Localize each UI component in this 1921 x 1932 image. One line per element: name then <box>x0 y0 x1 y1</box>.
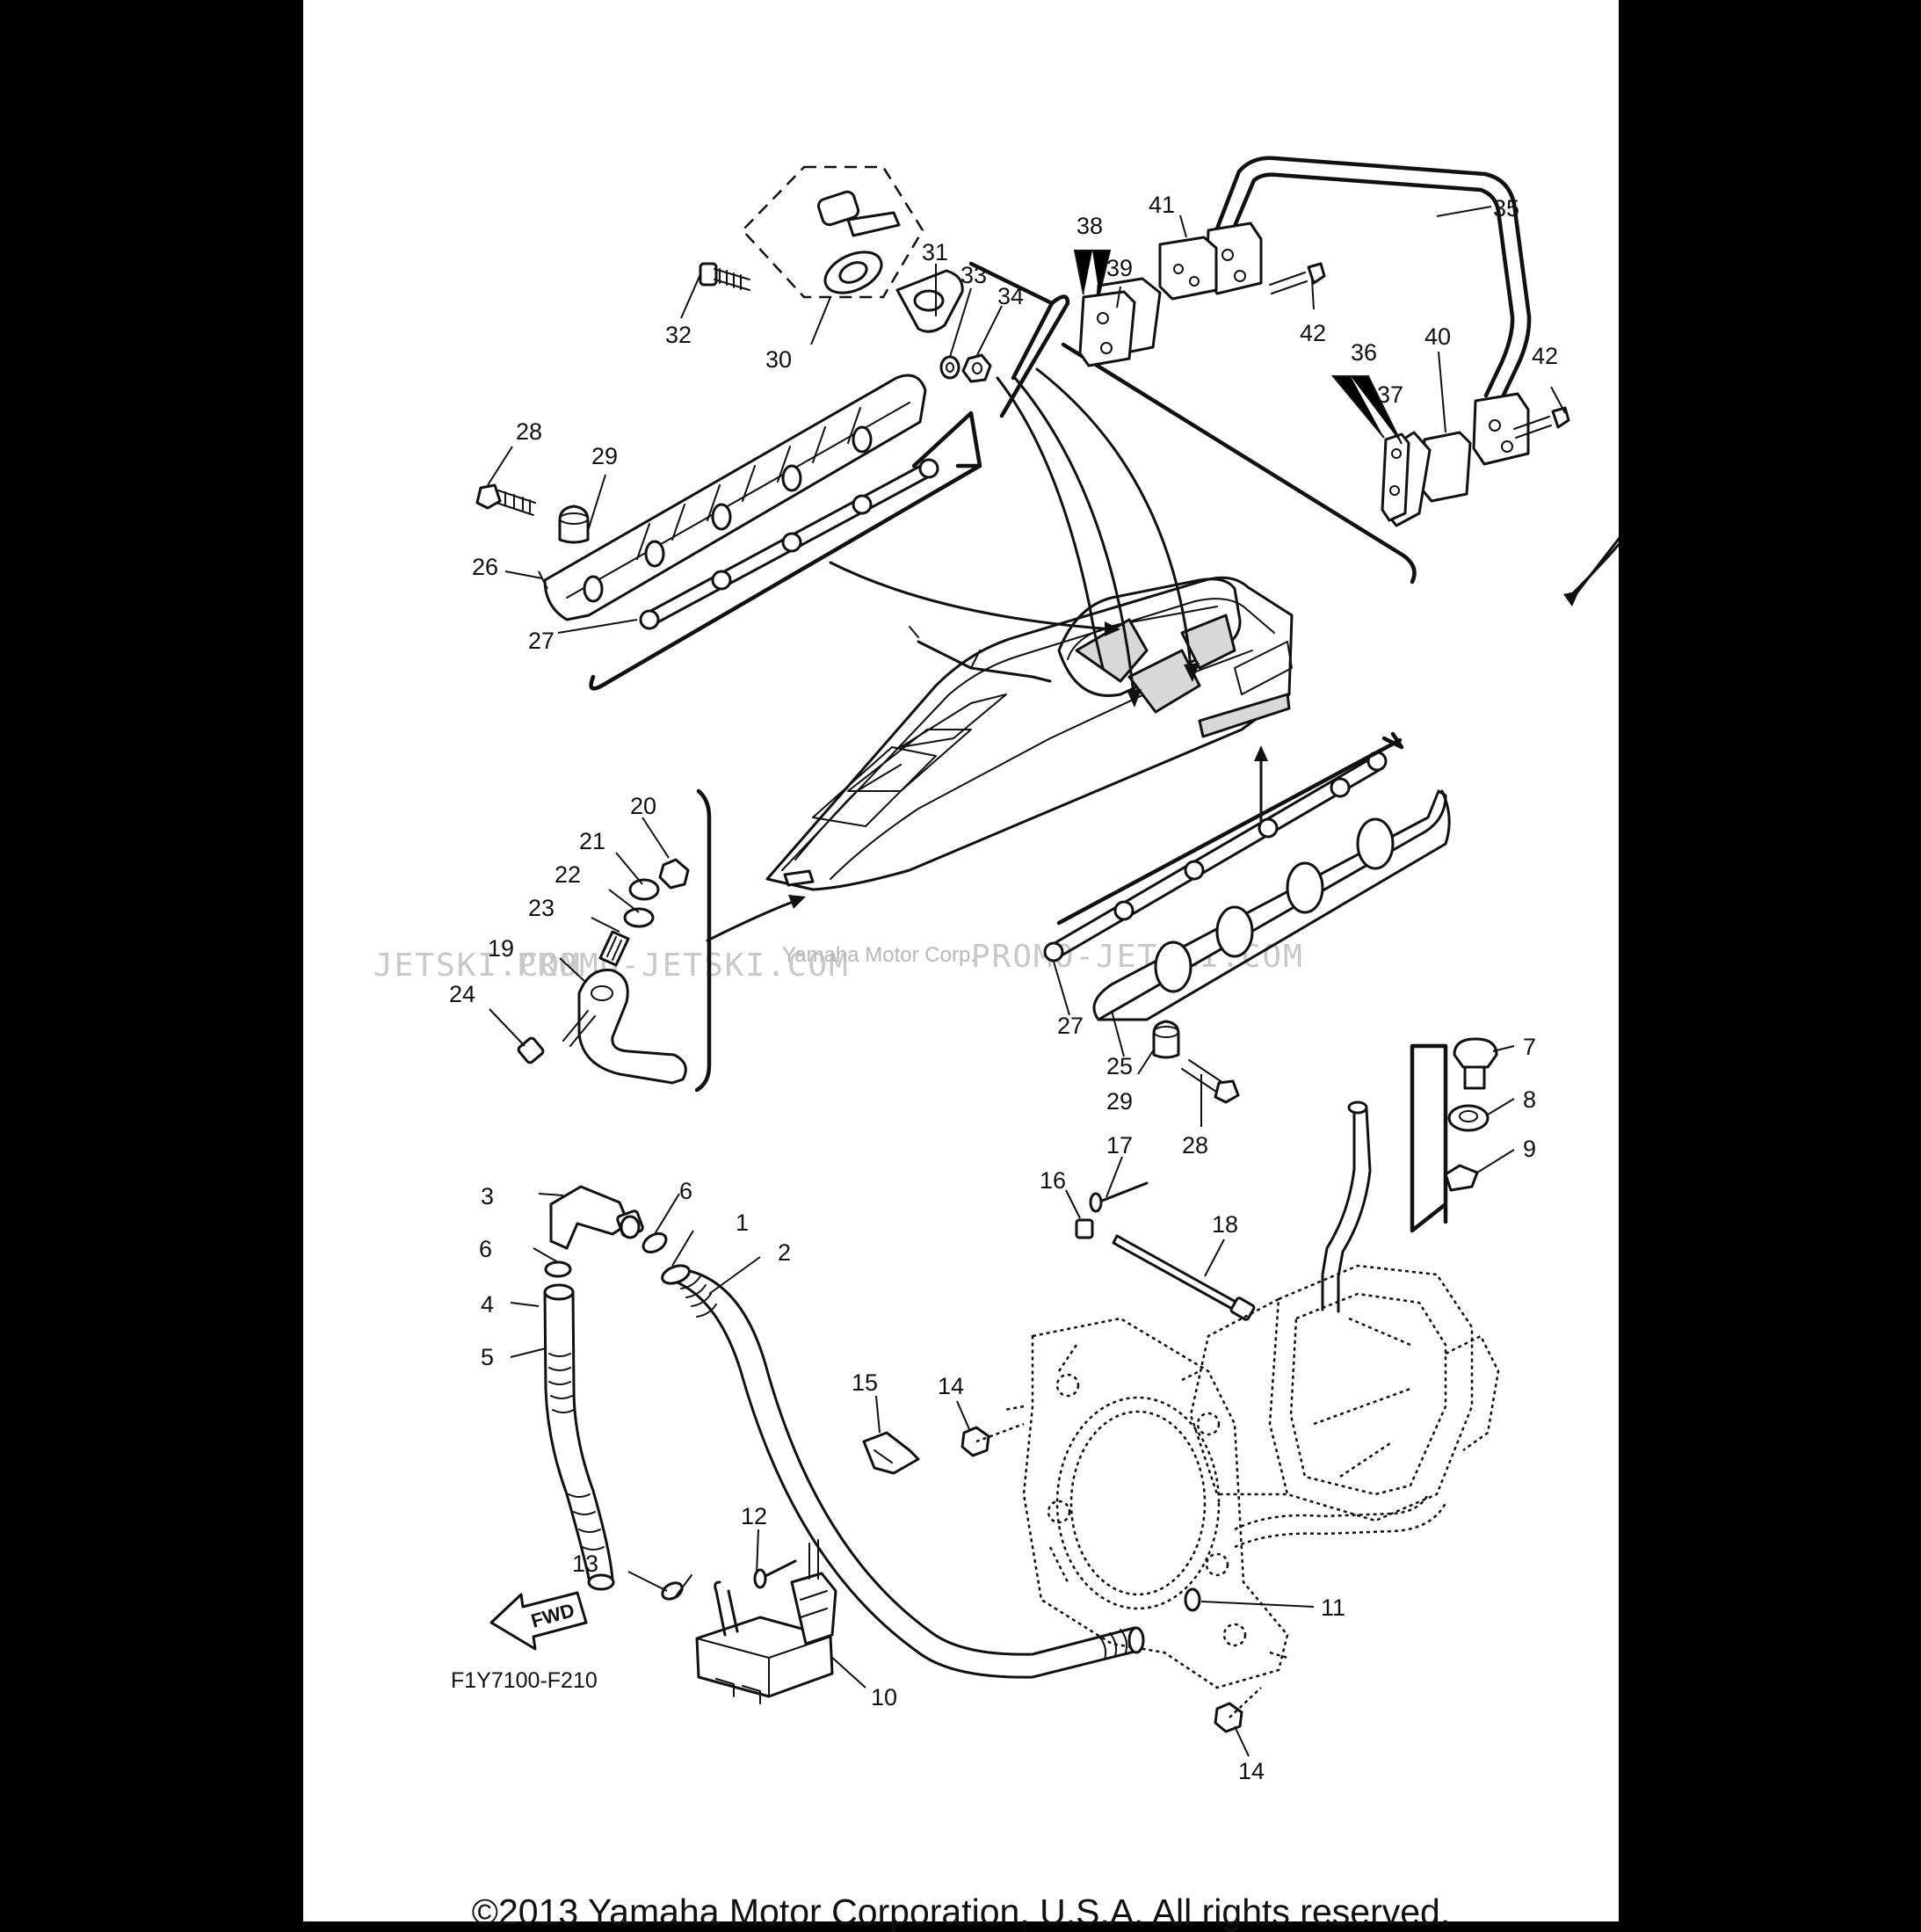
callout-24: 24 <box>449 981 475 1007</box>
callout-labels: 1 2 3 4 5 6 6 7 8 9 10 11 12 13 14 14 15… <box>449 192 1558 1784</box>
callout-26: 26 <box>472 554 498 580</box>
callout-4: 4 <box>481 1291 494 1318</box>
callout-10: 10 <box>871 1684 897 1710</box>
assembly-7-drain-plug <box>1321 1037 1515 1313</box>
callout-23: 23 <box>528 895 555 921</box>
callout-6-left: 6 <box>479 1236 492 1262</box>
callout-36: 36 <box>1351 339 1377 366</box>
callout-28-bottom: 28 <box>1182 1132 1208 1158</box>
assembly-35-grab-handle <box>1073 156 1570 527</box>
callout-16: 16 <box>1040 1167 1066 1194</box>
callout-1: 1 <box>736 1209 749 1236</box>
assembly-16-clip <box>1065 1156 1256 1321</box>
callout-14-bottom: 14 <box>1238 1758 1265 1784</box>
callout-30: 30 <box>765 346 792 373</box>
callout-14-top: 14 <box>938 1373 964 1399</box>
watermark-center: PROMO-JETSKI.COM <box>517 948 850 984</box>
callout-40: 40 <box>1424 323 1451 350</box>
callout-6-top: 6 <box>679 1178 692 1204</box>
assembly-hoses <box>510 1185 1145 1679</box>
callout-2: 2 <box>778 1239 791 1266</box>
callout-27-top: 27 <box>528 628 555 654</box>
callout-21: 21 <box>579 828 605 854</box>
callout-13: 13 <box>572 1551 598 1577</box>
callout-31: 31 <box>922 239 948 265</box>
watercraft-hull-illustration <box>765 576 1294 891</box>
callout-7: 7 <box>1523 1034 1536 1060</box>
callout-29-bottom: 29 <box>1106 1088 1133 1115</box>
diagram-sheet: JETSKI.COM PROMO-JETSKI.COM PROMO-JETSKI… <box>303 0 1619 1930</box>
callout-22: 22 <box>555 861 581 888</box>
fwd-arrow: FWD <box>489 1591 588 1651</box>
callout-11: 11 <box>1321 1594 1345 1621</box>
callout-3: 3 <box>481 1183 494 1209</box>
assembly-26-sponson-left <box>475 374 939 634</box>
jet-pump-housing <box>956 1264 1500 1757</box>
callout-18: 18 <box>1212 1211 1238 1238</box>
callout-32: 32 <box>665 322 692 348</box>
figure-code: F1Y7100-F210 <box>451 1668 598 1693</box>
assembly-19-bow-hook <box>489 788 712 1093</box>
bracket-right <box>1056 731 1404 926</box>
callout-41: 41 <box>1149 192 1175 218</box>
callout-29-top: 29 <box>591 443 618 469</box>
callout-37: 37 <box>1377 381 1403 408</box>
assembly-arrows <box>706 367 1619 942</box>
watermark-group: JETSKI.COM PROMO-JETSKI.COM PROMO-JETSKI… <box>373 939 1302 984</box>
callout-9: 9 <box>1523 1136 1536 1162</box>
callout-25: 25 <box>1106 1053 1133 1079</box>
callout-39: 39 <box>1106 255 1133 281</box>
watermark-owner: Yamaha Motor Corp. <box>782 943 976 967</box>
callout-20: 20 <box>630 793 656 819</box>
callout-42-bottom: 42 <box>1532 343 1558 369</box>
callout-35: 35 <box>1493 195 1519 222</box>
callout-19: 19 <box>488 935 514 962</box>
assembly-30-lock <box>680 165 1003 383</box>
callout-15: 15 <box>852 1369 878 1396</box>
watermark-left: JETSKI.COM <box>373 948 582 984</box>
copyright-notice: ©2013 Yamaha Motor Corporation, U.S.A. A… <box>471 1892 1451 1932</box>
callout-27-bottom: 27 <box>1057 1013 1084 1039</box>
callout-5: 5 <box>481 1344 494 1370</box>
assembly-25-sponson-right <box>1043 751 1451 1127</box>
callout-28-top: 28 <box>516 418 542 445</box>
callout-42-top: 42 <box>1300 320 1326 346</box>
parts-diagram: JETSKI.COM PROMO-JETSKI.COM PROMO-JETSKI… <box>373 156 1619 1784</box>
callout-38: 38 <box>1076 213 1103 239</box>
callout-17: 17 <box>1106 1132 1133 1158</box>
assembly-10-box <box>627 1395 920 1704</box>
callout-12: 12 <box>741 1503 767 1529</box>
callout-8: 8 <box>1523 1086 1536 1113</box>
callout-34: 34 <box>997 283 1024 309</box>
bracket-upper-left <box>589 410 982 691</box>
callout-33: 33 <box>960 262 987 288</box>
